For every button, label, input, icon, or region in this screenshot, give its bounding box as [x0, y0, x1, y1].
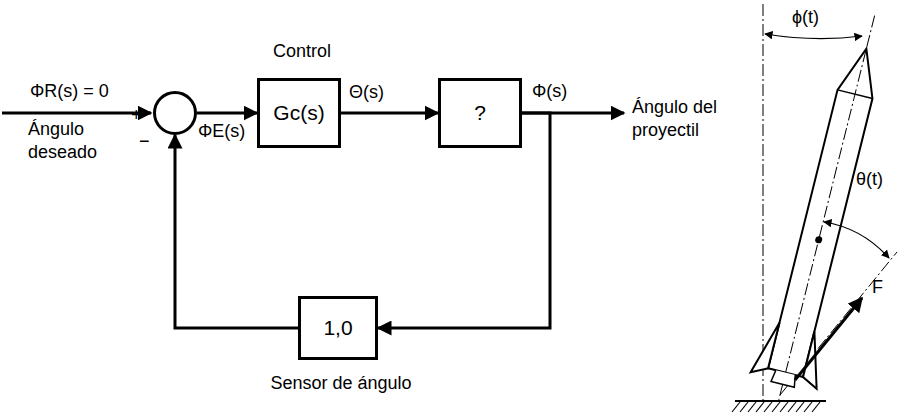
signal-connector	[341, 112, 438, 115]
signal-connector	[175, 135, 298, 328]
block-title: Control	[273, 41, 331, 62]
plus-sign: +	[131, 105, 142, 126]
signal-name: ΦR(s) = 0	[30, 80, 109, 103]
minus-sign: −	[139, 131, 150, 152]
vertical-reference	[763, 4, 764, 400]
theta-arc	[824, 222, 889, 258]
angle-label: ϕ(t)	[792, 6, 819, 29]
unknown-plant: ?	[474, 101, 486, 125]
signal-name: ΦE(s)	[197, 121, 246, 142]
signal-name: Φ(s)	[532, 80, 567, 103]
thrust-arrow	[795, 298, 862, 380]
input-line	[2, 112, 151, 115]
signal-name: Θ(s)	[348, 82, 385, 103]
signal-description: Ángulo deseado	[28, 118, 106, 165]
sensor-gain: 1,0	[323, 316, 352, 340]
summing-junction: +−	[153, 91, 197, 135]
block-title: Sensor de ángulo	[270, 373, 411, 394]
process-box: 1,0Sensor de ángulo	[298, 296, 378, 360]
ground	[732, 401, 826, 412]
force-label: F	[872, 276, 883, 299]
signal-connector	[197, 112, 257, 115]
transfer-function: Gc(s)	[273, 101, 324, 125]
phi-arc	[765, 34, 862, 39]
signal-description: Ángulo del proyectil	[632, 96, 736, 143]
rocket	[746, 7, 903, 408]
angle-label: θ(t)	[856, 168, 883, 191]
junction-circle	[153, 91, 197, 135]
process-box: Gc(s)Control	[257, 78, 341, 148]
process-box: ?	[438, 78, 522, 148]
